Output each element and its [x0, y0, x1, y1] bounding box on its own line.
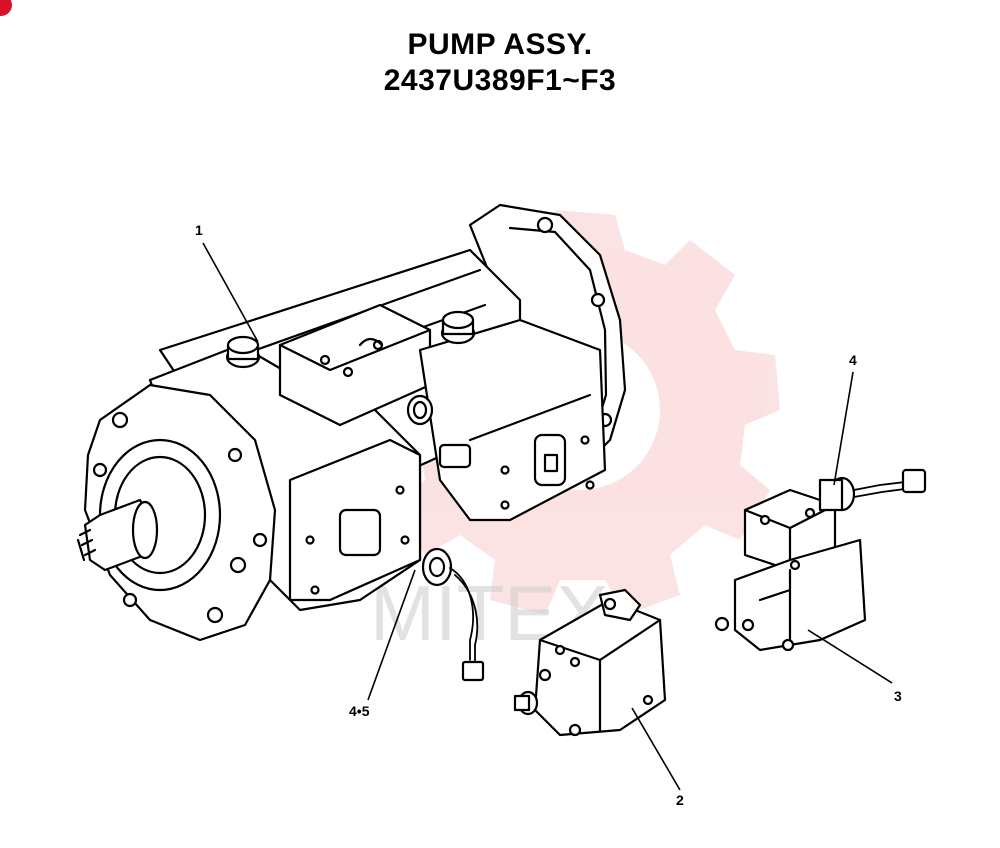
page-title: PUMP ASSY. — [407, 28, 593, 61]
callout-4: 4 — [849, 352, 857, 368]
regulator-assembly-2 — [513, 588, 667, 737]
top-plug-bolts — [225, 310, 476, 469]
callout-2: 2 — [676, 792, 684, 808]
regulator-assembly-3 — [714, 468, 927, 652]
callout-leaders — [202, 242, 893, 791]
splined-shaft — [76, 498, 159, 572]
part-number: 2437U389F1~F3 — [383, 64, 617, 97]
corner-badge — [0, 0, 12, 16]
callout-1: 1 — [195, 222, 203, 238]
rear-pump-housing — [418, 318, 607, 522]
pressure-sensor — [421, 547, 485, 682]
callout-3: 3 — [894, 688, 902, 704]
callout-4-5: 4•5 — [349, 703, 370, 719]
